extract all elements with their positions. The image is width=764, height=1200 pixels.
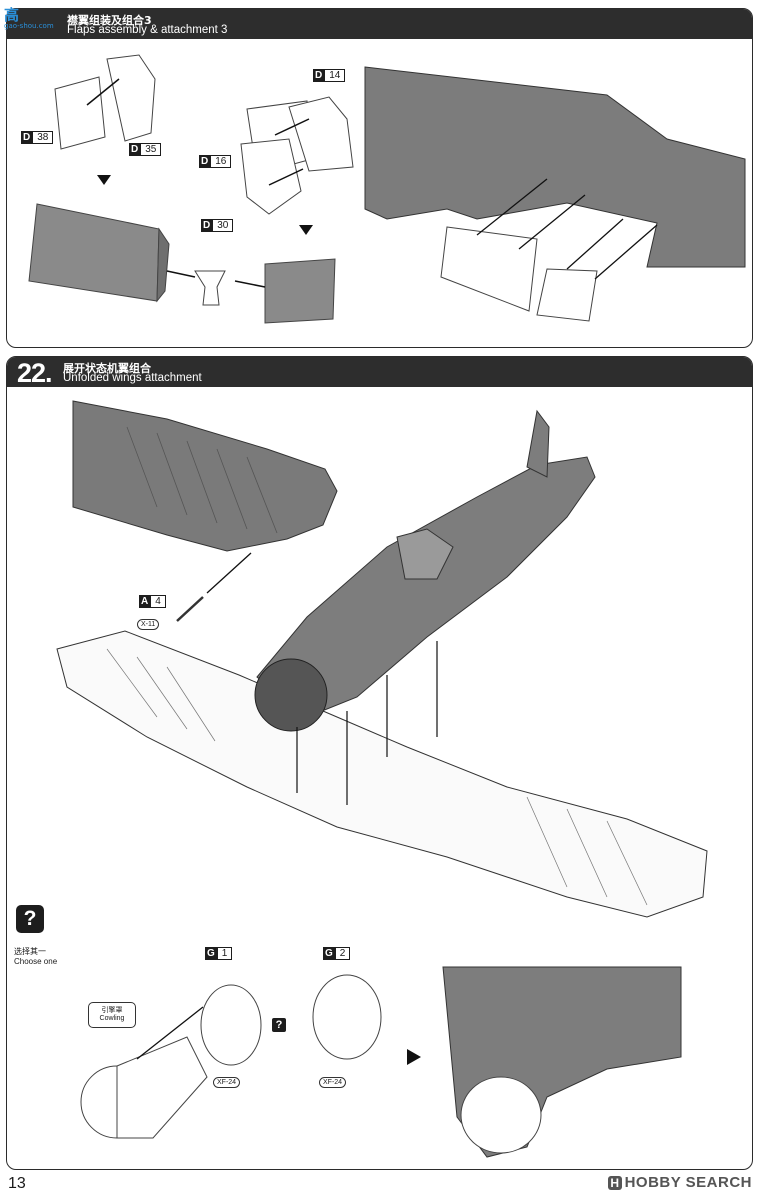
part-letter: A [139, 595, 151, 608]
step-title-en: Unfolded wings attachment [63, 372, 202, 384]
choose-one-icon: ? [16, 905, 44, 933]
choose-one-label-cn: 选择其一 [14, 947, 46, 956]
part-number: 1 [216, 947, 233, 960]
part-number: 30 [212, 219, 234, 232]
step-header-bar: 22. 展开状态机翼组合 Unfolded wings attachment [7, 357, 752, 388]
cowling-label: 引擎罩 Cowling [88, 1002, 136, 1028]
cowling-label-cn: 引擎罩 [101, 1006, 123, 1014]
part-letter: D [199, 155, 211, 168]
part-number: 4 [150, 595, 166, 608]
part-letter: G [205, 947, 217, 960]
brand-mark: H [608, 1176, 622, 1190]
part-number: 16 [210, 155, 232, 168]
part-number: 14 [324, 69, 346, 82]
step-22-panel: 22. 展开状态机翼组合 Unfolded wings attachment [6, 356, 753, 1170]
choose-one-label-en: Choose one [14, 957, 58, 966]
part-number: 35 [140, 143, 162, 156]
watermark-sub: gao-shou.com [4, 22, 54, 30]
part-number: 38 [32, 131, 54, 144]
step-title-cn: 展开状态机翼组合 [63, 362, 151, 375]
cowling-label-en: Cowling [99, 1015, 125, 1022]
paint-tag-g2: XF-24 [319, 1077, 347, 1088]
aircraft-assembly-illustration [56, 400, 708, 1158]
part-letter: G [323, 947, 335, 960]
part-letter: D [313, 69, 325, 82]
step-number: 22. [17, 358, 53, 388]
flaps-assembly-illustration [28, 54, 746, 324]
part-letter: D [21, 131, 33, 144]
choose-one-small-icon: ? [272, 1018, 286, 1032]
step-flaps-panel: 襟翼组装及组合3 Flaps assembly & attachment 3 [6, 8, 753, 348]
brand-text: HOBBY SEARCH [624, 1174, 752, 1191]
step-title-en: Flaps assembly & attachment 3 [67, 24, 228, 36]
step-header-bar: 襟翼组装及组合3 Flaps assembly & attachment 3 [7, 9, 752, 39]
page-number: 13 [8, 1175, 26, 1192]
step-title-cn: 襟翼组装及组合3 [67, 14, 152, 27]
paint-tag-g1: XF-24 [213, 1077, 241, 1088]
watermark-logo: 高 [4, 6, 20, 24]
part-letter: D [129, 143, 141, 156]
part-letter: D [201, 219, 213, 232]
paint-tag-a4: X-11 [137, 619, 160, 630]
part-number: 2 [334, 947, 351, 960]
